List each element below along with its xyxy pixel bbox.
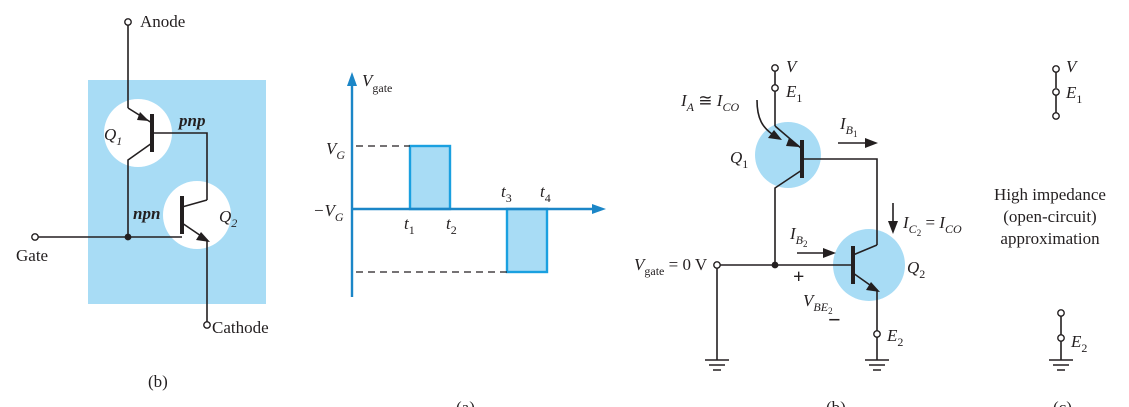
- c-e1-node: [1052, 88, 1060, 96]
- t4-label: t4: [540, 182, 551, 205]
- caption-left-b: (b): [148, 372, 168, 391]
- q1-circle-right: [755, 122, 821, 188]
- ic2-label: IC2 = ICO: [902, 213, 962, 238]
- q1-circle: [104, 99, 172, 167]
- gate-terminal: [31, 233, 39, 241]
- ib1-label: IB1: [839, 114, 858, 139]
- q2-collector: [181, 199, 208, 208]
- ib1-arrowhead: [865, 138, 878, 148]
- c-desc-line1: High impedance: [994, 185, 1106, 204]
- t2-label: t2: [446, 214, 457, 237]
- q1-collector-wire: [127, 142, 153, 237]
- gate-pulse-waveform: Vgate VG −VG t1 t2 t3 t4 (a): [313, 71, 606, 407]
- ground-icon: [865, 359, 889, 371]
- scr-equivalent-circuit: V E1 IA ≅ ICO IB1 Q1 IC2 = ICO IB2 Vgate…: [634, 57, 962, 407]
- vertical-axis-arrow: [347, 72, 357, 86]
- pnp-label: pnp: [177, 111, 205, 130]
- q2-label: Q2: [219, 207, 237, 230]
- vgate-terminal: [713, 261, 721, 269]
- c-desc-line2: (open-circuit): [1003, 207, 1096, 226]
- q1-right-emitter-arrow: [786, 138, 799, 147]
- t3-label: t3: [501, 182, 512, 205]
- npn-label: npn: [133, 204, 160, 223]
- t1-label: t1: [404, 214, 415, 237]
- vgate-label: Vgate = 0 V: [634, 255, 708, 278]
- cathode-label: Cathode: [212, 318, 269, 337]
- c-v-terminal: [1052, 65, 1060, 73]
- time-axis-arrow: [592, 204, 606, 214]
- ib2-label: IB2: [789, 224, 808, 249]
- neg-vg-level-label: −VG: [313, 201, 344, 224]
- q1-base-to-q2-collector: [152, 132, 208, 200]
- e2-terminal: [873, 330, 881, 338]
- caption-c: (c): [1053, 398, 1072, 407]
- c-e2-label: E2: [1070, 332, 1087, 355]
- minus-sign: −: [828, 307, 841, 332]
- q1-label: Q1: [104, 125, 122, 148]
- anode-label: Anode: [140, 12, 185, 31]
- vbe2-label: VBE2: [803, 291, 833, 316]
- q1-right-label: Q1: [730, 148, 748, 171]
- ground-icon: [705, 359, 729, 371]
- cathode-terminal: [203, 321, 211, 329]
- e1-label: E1: [785, 82, 802, 105]
- c-e2-node: [1057, 334, 1065, 342]
- q2-right-emitter-arrow: [866, 282, 880, 292]
- plus-sign: +: [793, 266, 804, 288]
- v-terminal: [771, 64, 779, 72]
- q1-right-emitter: [774, 125, 803, 150]
- vg-level-label: VG: [326, 139, 345, 162]
- q1-emitter-arrow: [137, 112, 149, 121]
- ground-icon: [1049, 359, 1073, 371]
- q2-right-collector: [852, 244, 878, 256]
- c-v-label: V: [1066, 57, 1079, 76]
- ib2-arrowhead: [823, 248, 836, 258]
- c-e2-open-end: [1057, 309, 1065, 317]
- c-e1-label: E1: [1065, 83, 1082, 106]
- anode-terminal: [124, 18, 132, 26]
- gate-junction-dot-right: [771, 261, 779, 269]
- caption-right-b: (b): [826, 398, 846, 407]
- negative-gate-pulse: [505, 207, 549, 274]
- c-e1-open-end: [1052, 112, 1060, 120]
- ia-label: IA ≅ ICO: [680, 91, 739, 114]
- gate-junction-dot: [124, 233, 132, 241]
- vgate-axis-label: Vgate: [362, 71, 392, 95]
- open-circuit-approximation: V E1 High impedance (open-circuit) appro…: [994, 57, 1106, 407]
- ia-arrowhead: [768, 130, 782, 140]
- ic2-arrowhead: [888, 221, 898, 234]
- gate-label: Gate: [16, 246, 48, 265]
- c-desc-line3: approximation: [1000, 229, 1100, 248]
- q1-right-collector-wire: [774, 169, 803, 265]
- caption-a: (a): [456, 398, 475, 407]
- positive-gate-pulse: [408, 144, 452, 211]
- v-label: V: [786, 57, 799, 76]
- e1-terminal: [771, 84, 779, 92]
- q2-emitter-arrow: [196, 232, 210, 242]
- scr-two-transistor-model: Anode Cathode Gate Q1 Q2 pnp npn (b): [16, 12, 269, 391]
- q1-right-base-to-q2-collector: [802, 158, 878, 245]
- e2-label: E2: [886, 326, 903, 349]
- q2-right-label: Q2: [907, 258, 925, 281]
